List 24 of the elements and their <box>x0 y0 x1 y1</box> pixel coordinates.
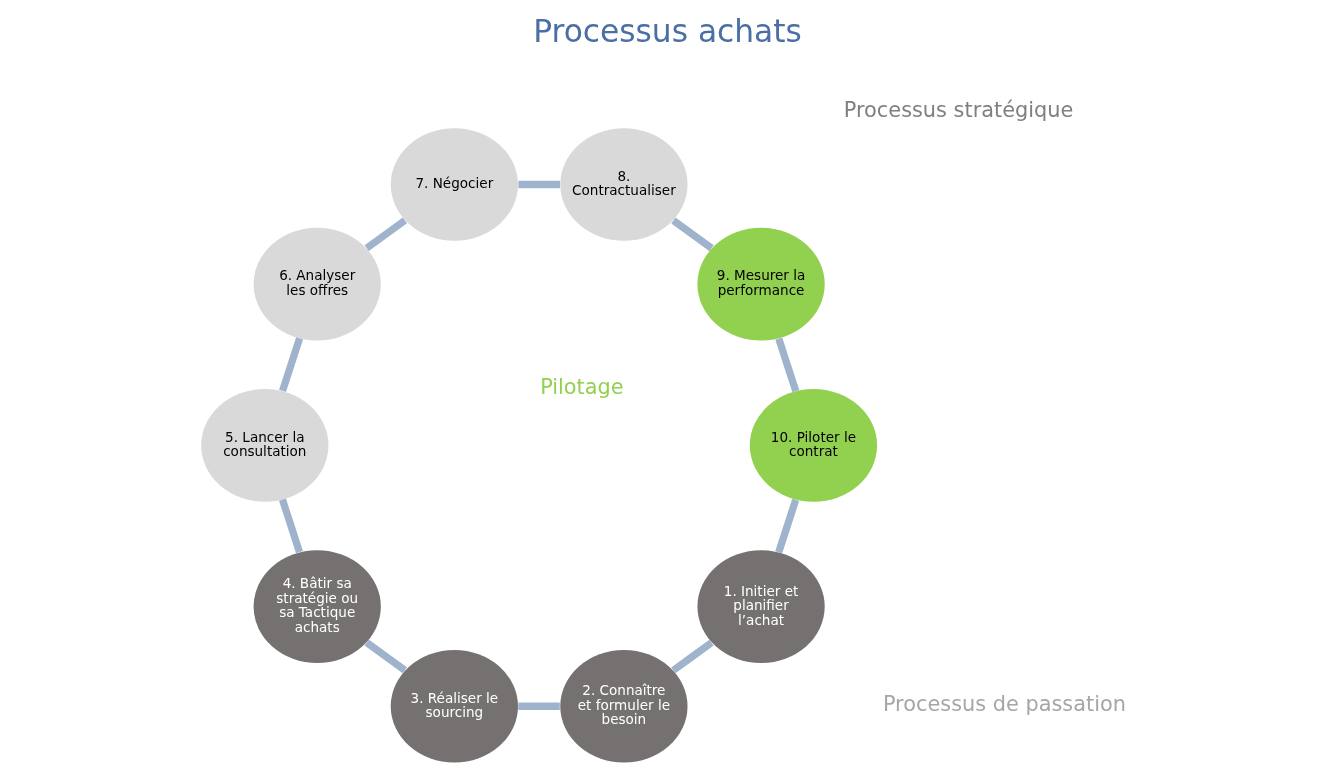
label: Processus stratégique <box>843 97 1074 122</box>
node-ellipse: 7. Négocier <box>390 128 518 241</box>
node-ellipse: 10. Piloter le contrat <box>749 389 878 502</box>
connector <box>671 217 714 252</box>
label: Processus de passation <box>882 692 1126 717</box>
node-ellipse: 5. Lancer la consultation <box>201 389 329 502</box>
label: Pilotage <box>540 375 624 400</box>
node-ellipse: 6. Analyser les offres <box>253 227 381 341</box>
node-ellipse: 3. Réaliser le sourcing <box>390 649 518 763</box>
diagram-title: Processus achats <box>533 12 802 49</box>
connector <box>775 337 800 393</box>
connector <box>279 337 304 392</box>
node-ellipse: 9. Mesurer la performance <box>697 227 825 341</box>
node-ellipse: 4. Bâtir sa stratégie ou sa Tactique achats <box>253 550 381 663</box>
connector <box>671 639 714 674</box>
connector <box>364 217 408 252</box>
connector <box>518 702 560 710</box>
connector <box>775 498 800 554</box>
node-ellipse: 1. Initier et planifier l’achat <box>697 550 825 663</box>
connector <box>364 639 407 674</box>
connector <box>518 180 560 189</box>
node-ellipse: 8. Contractualiser <box>560 128 688 241</box>
node-ellipse: 2. Connaître et formuler le besoin <box>560 649 688 763</box>
connector <box>278 498 303 554</box>
